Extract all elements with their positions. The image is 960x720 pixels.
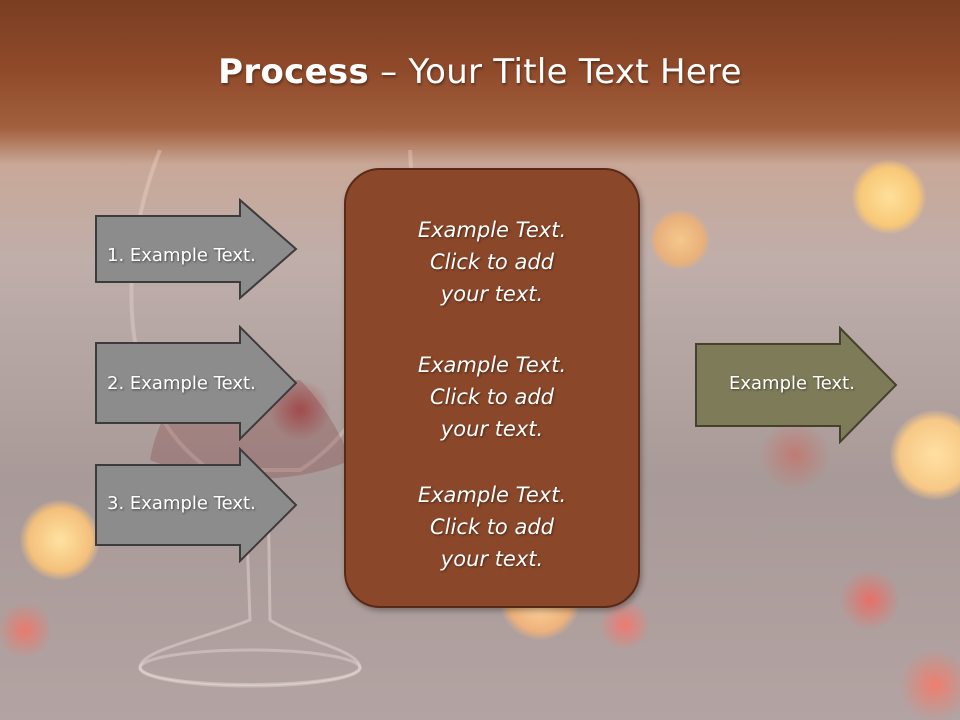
panel-text-block-3: Example Text. Click to add your text. [346,479,638,575]
arrow-label-3: 3. Example Text. [107,493,256,514]
panel-line: your text. [440,282,544,306]
panel-line: Example Text. [417,483,567,507]
result-arrow-label: Example Text. [729,373,855,394]
title-bold: Process [218,52,370,92]
bokeh-light [20,500,100,580]
slide-title: Process – Your Title Text Here [0,52,960,92]
bokeh-light [852,160,926,234]
panel-text-block-2: Example Text. Click to add your text. [346,349,638,445]
arrow-label-2: 2. Example Text. [107,373,256,394]
bokeh-light [0,600,50,660]
bokeh-light [840,570,900,630]
panel-text-block-1: Example Text. Click to add your text. [346,214,638,310]
panel-line: your text. [440,417,544,441]
bokeh-light [760,420,830,490]
process-arrow-3[interactable]: 3. Example Text. [94,447,300,563]
panel-line: Click to add [429,515,554,539]
panel-line: Click to add [429,385,554,409]
bokeh-light [890,410,960,500]
panel-line: Click to add [429,250,554,274]
center-text-panel[interactable]: Example Text. Click to add your text. Ex… [344,168,640,608]
bokeh-light [650,210,710,270]
process-arrow-1[interactable]: 1. Example Text. [94,198,300,300]
arrow-label-1: 1. Example Text. [107,245,256,266]
panel-line: Example Text. [417,218,567,242]
panel-line: Example Text. [417,353,567,377]
title-rest: Your Title Text Here [408,52,742,92]
result-arrow[interactable]: Example Text. [694,326,900,444]
panel-line: your text. [440,547,544,571]
title-separator: – [380,52,398,92]
bokeh-light [900,650,960,720]
bokeh-light [600,600,650,650]
process-arrow-2[interactable]: 2. Example Text. [94,325,300,441]
